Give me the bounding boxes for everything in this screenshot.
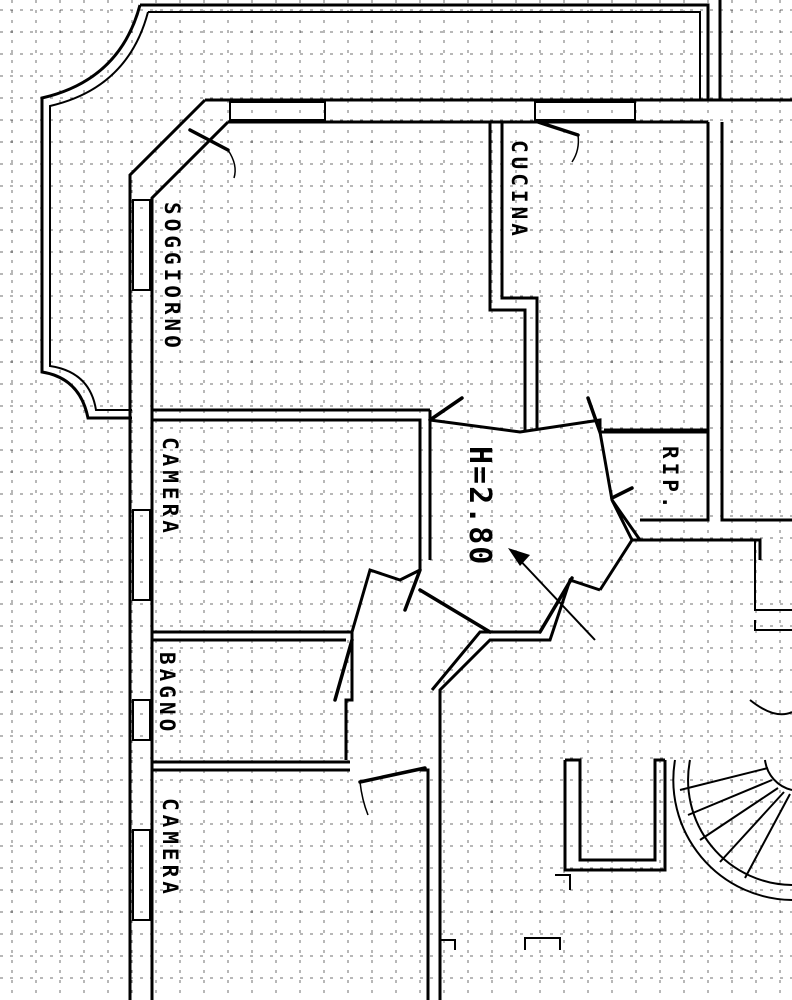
door-camera-2-swing (359, 781, 369, 816)
room-label-bagno: BAGNO (155, 652, 179, 735)
door-bagno (333, 638, 354, 702)
door-kitchen-hall (586, 396, 602, 434)
window-left-2 (132, 509, 151, 601)
interior-walls (152, 122, 792, 1000)
door-soggiorno-swing (227, 149, 236, 179)
room-label-camera-1: CAMERA (158, 437, 182, 537)
soggiorno-camera-wall (152, 408, 430, 570)
window-left-1 (132, 199, 151, 291)
lower-corridor-walls (350, 568, 601, 1000)
window-left-3 (132, 699, 151, 741)
exterior-walls (40, 0, 792, 1000)
window-cucina (534, 101, 636, 121)
door-entry (538, 576, 574, 634)
right-exterior-wall (706, 0, 792, 522)
hall-walls (428, 410, 762, 591)
bagno-right-wall (344, 632, 354, 760)
door-camera-1 (403, 568, 422, 612)
room-label-soggiorno: SOGGIORNO (160, 202, 184, 352)
door-cucina (536, 120, 580, 137)
door-hall-lower (418, 588, 492, 634)
window-soggiorno (229, 101, 326, 121)
corner-angled-wall (128, 98, 230, 1000)
doors (188, 120, 634, 816)
camera-bagno-wall (152, 630, 352, 642)
rip-closet-walls (604, 428, 710, 522)
window-left-4 (132, 829, 151, 921)
door-soggiorno (188, 128, 230, 152)
balcony-outline (40, 3, 710, 420)
top-exterior-wall (205, 98, 792, 124)
bagno-camera-wall (152, 760, 350, 772)
balcony-inner-outline (49, 11, 701, 411)
arrow-icon (508, 548, 596, 641)
door-cucina-swing (571, 134, 580, 163)
spiral-stair-icon (672, 699, 792, 901)
fixture-2 (555, 874, 571, 890)
fixture-3 (440, 939, 456, 950)
room-label-cucina: CUCINA (507, 140, 531, 240)
room-label-rip: RIP. (658, 446, 682, 513)
stair-well-walls (563, 758, 667, 872)
door-camera-2 (358, 766, 427, 784)
door-rip (610, 486, 634, 500)
door-hall-top (428, 396, 464, 422)
ceiling-height-label: H=2.80 (462, 446, 497, 566)
right-lower-wall (754, 540, 792, 631)
kitchen-wall (488, 122, 539, 430)
fixtures (440, 874, 571, 950)
room-label-camera-2: CAMERA (158, 798, 182, 898)
fixture-1 (524, 937, 561, 950)
